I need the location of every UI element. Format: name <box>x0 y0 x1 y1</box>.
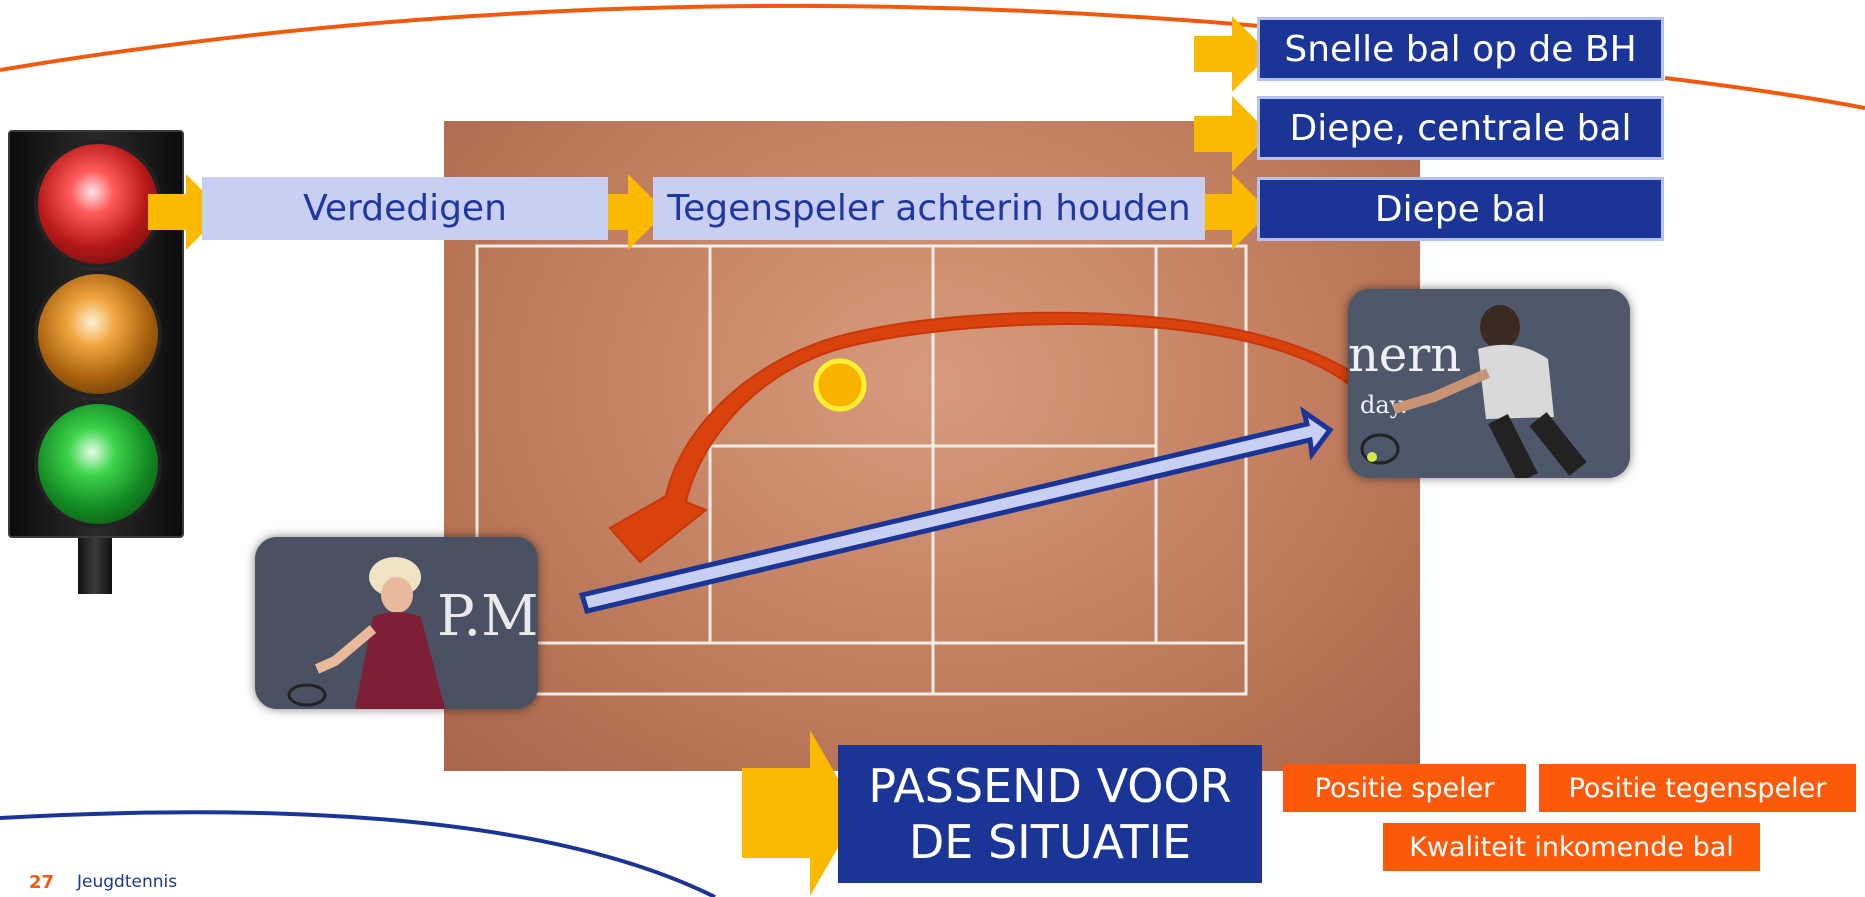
player-photo-left: P.M <box>255 537 538 709</box>
banner-text-right: nern <box>1348 327 1461 383</box>
green-light-icon <box>34 400 162 528</box>
factor-positie-speler: Positie speler <box>1283 764 1526 812</box>
banner-text-left: P.M <box>437 584 538 649</box>
step-verdedigen-label: Verdedigen <box>303 188 507 229</box>
arrow-icon <box>1194 96 1270 172</box>
conclusion-line-1: PASSEND VOOR <box>868 759 1232 813</box>
arrow-icon <box>742 730 858 896</box>
step-verdedigen: Verdedigen <box>202 177 608 240</box>
page-number: 27 <box>29 872 55 893</box>
option-diepe-bal: Diepe bal <box>1257 177 1664 241</box>
return-arc-arrow <box>608 311 1412 564</box>
red-light-icon <box>34 140 162 268</box>
arrow-icon <box>1194 174 1270 250</box>
arrow-icon <box>1194 16 1270 92</box>
conclusion-line-2: DE SITUATIE <box>908 815 1192 869</box>
amber-light-icon <box>34 270 162 398</box>
traffic-light-pole <box>78 538 112 594</box>
footer-label: Jeugdtennis <box>77 872 178 892</box>
option-diepe-bal-label: Diepe bal <box>1374 188 1547 230</box>
option-diepe-centrale-bal: Diepe, centrale bal <box>1257 96 1664 160</box>
option-snelle-bal: Snelle bal op de BH <box>1257 17 1664 81</box>
factor-kwaliteit-inkomende-bal: Kwaliteit inkomende bal <box>1383 823 1760 871</box>
factor-kwaliteit-label: Kwaliteit inkomende bal <box>1409 831 1734 863</box>
factor-positie-tegenspeler-label: Positie tegenspeler <box>1568 772 1827 804</box>
option-diepe-centrale-label: Diepe, centrale bal <box>1289 107 1632 149</box>
arrow-icon <box>590 174 666 250</box>
step-tegenspeler-achterin: Tegenspeler achterin houden <box>653 177 1205 240</box>
option-snelle-bal-label: Snelle bal op de BH <box>1284 28 1637 70</box>
tennis-ball-icon <box>813 358 867 412</box>
factor-positie-speler-label: Positie speler <box>1314 772 1495 804</box>
conclusion-box: PASSEND VOOR DE SITUATIE <box>838 745 1262 883</box>
step-tegenspeler-label: Tegenspeler achterin houden <box>667 188 1191 229</box>
shot-arrow <box>578 406 1334 614</box>
player-photo-right: nern day. <box>1348 289 1630 478</box>
factor-positie-tegenspeler: Positie tegenspeler <box>1539 764 1856 812</box>
